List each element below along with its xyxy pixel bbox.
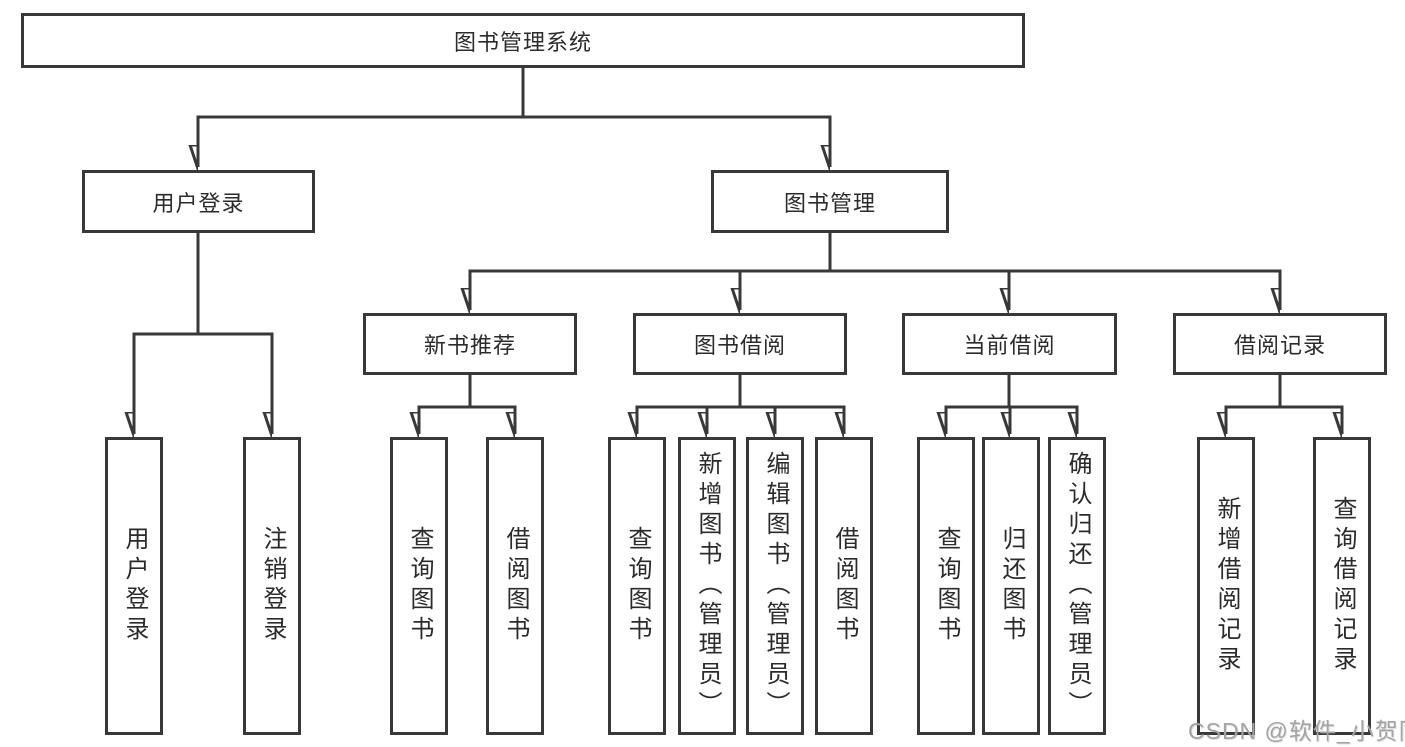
edges-borrow-record — [1225, 375, 1344, 434]
node-label: 查询图书 — [624, 526, 651, 646]
leaf-query-books: 查询图书 — [917, 437, 975, 735]
edges-current-borrow — [945, 375, 1079, 434]
node-label: 图书管理系统 — [453, 29, 592, 55]
leaf-return-books: 归还图书 — [982, 437, 1040, 735]
node-library-management-system: 图书管理系统 — [21, 13, 1025, 68]
node-label: 注销登录 — [259, 526, 286, 646]
leaf-user-login: 用户登录 — [105, 437, 163, 735]
node-label: 用户登录 — [152, 190, 245, 216]
leaf-add-borrow-record: 新增借阅记录 — [1197, 437, 1255, 735]
node-label: 图书管理 — [783, 190, 876, 216]
node-book-management: 图书管理 — [711, 170, 949, 233]
leaf-confirm-return-admin: 确认归还（管理员） — [1048, 437, 1106, 735]
node-label: 查询图书 — [406, 526, 433, 646]
edges-user-login — [133, 233, 274, 434]
node-book-borrow: 图书借阅 — [633, 313, 847, 375]
node-label: 当前借阅 — [963, 333, 1056, 358]
node-user-login: 用户登录 — [82, 170, 315, 233]
node-borrow-record: 借阅记录 — [1173, 313, 1387, 375]
leaf-query-books: 查询图书 — [608, 437, 666, 735]
edges-book-borrow — [636, 375, 846, 434]
leaf-edit-books-admin: 编辑图书（管理员） — [746, 437, 804, 735]
leaf-logout: 注销登录 — [243, 437, 301, 735]
leaf-query-books: 查询图书 — [390, 437, 448, 735]
node-new-book-recommend: 新书推荐 — [363, 313, 577, 375]
node-label: 借阅图书 — [502, 526, 529, 646]
node-label: 新增借阅记录 — [1213, 496, 1240, 676]
leaf-borrow-books: 借阅图书 — [486, 437, 544, 735]
node-label: 归还图书 — [998, 526, 1025, 646]
leaf-query-borrow-record: 查询借阅记录 — [1313, 437, 1371, 735]
leaf-add-books-admin: 新增图书（管理员） — [678, 437, 736, 735]
node-label: 新书推荐 — [423, 333, 516, 358]
node-label: 借阅图书 — [831, 526, 858, 646]
edges-root — [197, 67, 832, 167]
node-label: 查询图书 — [933, 526, 960, 646]
node-label: 编辑图书（管理员） — [762, 451, 789, 721]
edges-book-management — [469, 233, 1282, 310]
edges-new-book — [418, 375, 517, 434]
node-label: 确认归还（管理员） — [1064, 451, 1091, 721]
node-current-borrow: 当前借阅 — [902, 313, 1117, 375]
node-label: 新增图书（管理员） — [694, 451, 721, 721]
leaf-borrow-books: 借阅图书 — [815, 437, 873, 735]
node-label: 用户登录 — [121, 526, 148, 646]
node-label: 图书借阅 — [693, 333, 786, 358]
csdn-watermark: CSDN @软件_小贺同学 — [1188, 718, 1405, 744]
node-label: 查询借阅记录 — [1329, 496, 1356, 676]
node-label: 借阅记录 — [1233, 333, 1326, 358]
